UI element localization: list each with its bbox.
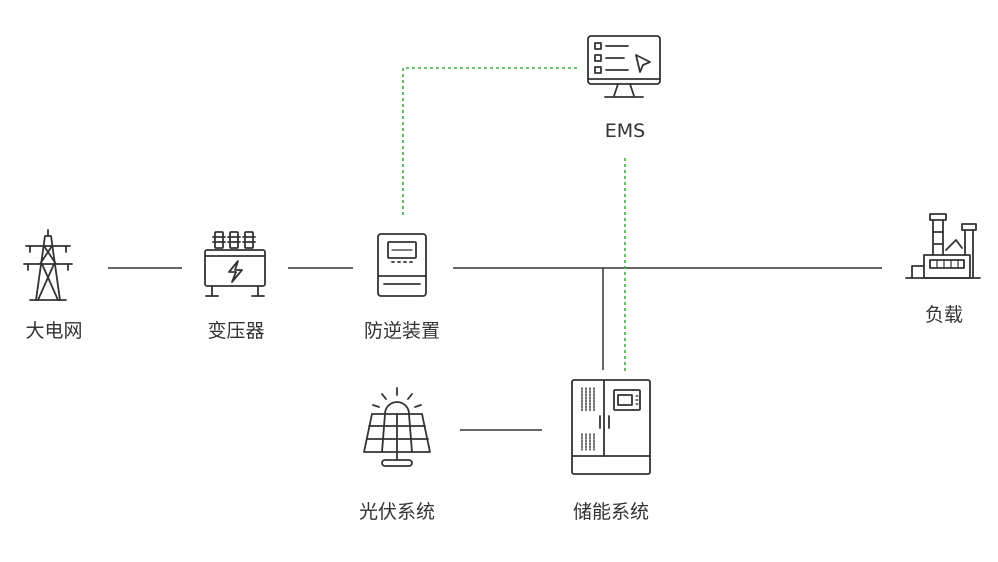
comm-ems-antireverse <box>402 67 577 218</box>
communication-links <box>402 67 626 372</box>
ems-node: EMS <box>587 35 661 142</box>
factory-icon <box>905 213 981 279</box>
solar-panel-icon <box>363 387 431 467</box>
transformer-label: 变压器 <box>207 320 264 342</box>
storage-label: 储能系统 <box>573 501 649 523</box>
power-lines <box>108 267 882 431</box>
transformer-node: 变压器 <box>204 231 266 342</box>
transformer-icon <box>204 231 266 297</box>
ems-label: EMS <box>605 120 645 142</box>
grid-label: 大电网 <box>25 320 82 342</box>
anti-reverse-label: 防逆装置 <box>364 320 440 342</box>
battery-cabinet-icon <box>571 379 651 475</box>
meter-icon <box>377 233 427 297</box>
power-tower-icon <box>23 229 73 301</box>
grid-node: 大电网 <box>23 229 83 342</box>
load-label: 负载 <box>925 304 963 326</box>
load-node: 负载 <box>905 213 981 326</box>
storage-node: 储能系统 <box>571 379 651 523</box>
pv-label: 光伏系统 <box>359 501 435 523</box>
anti-reverse-node: 防逆装置 <box>364 233 440 342</box>
pv-node: 光伏系统 <box>359 387 435 523</box>
monitor-icon <box>587 35 661 98</box>
